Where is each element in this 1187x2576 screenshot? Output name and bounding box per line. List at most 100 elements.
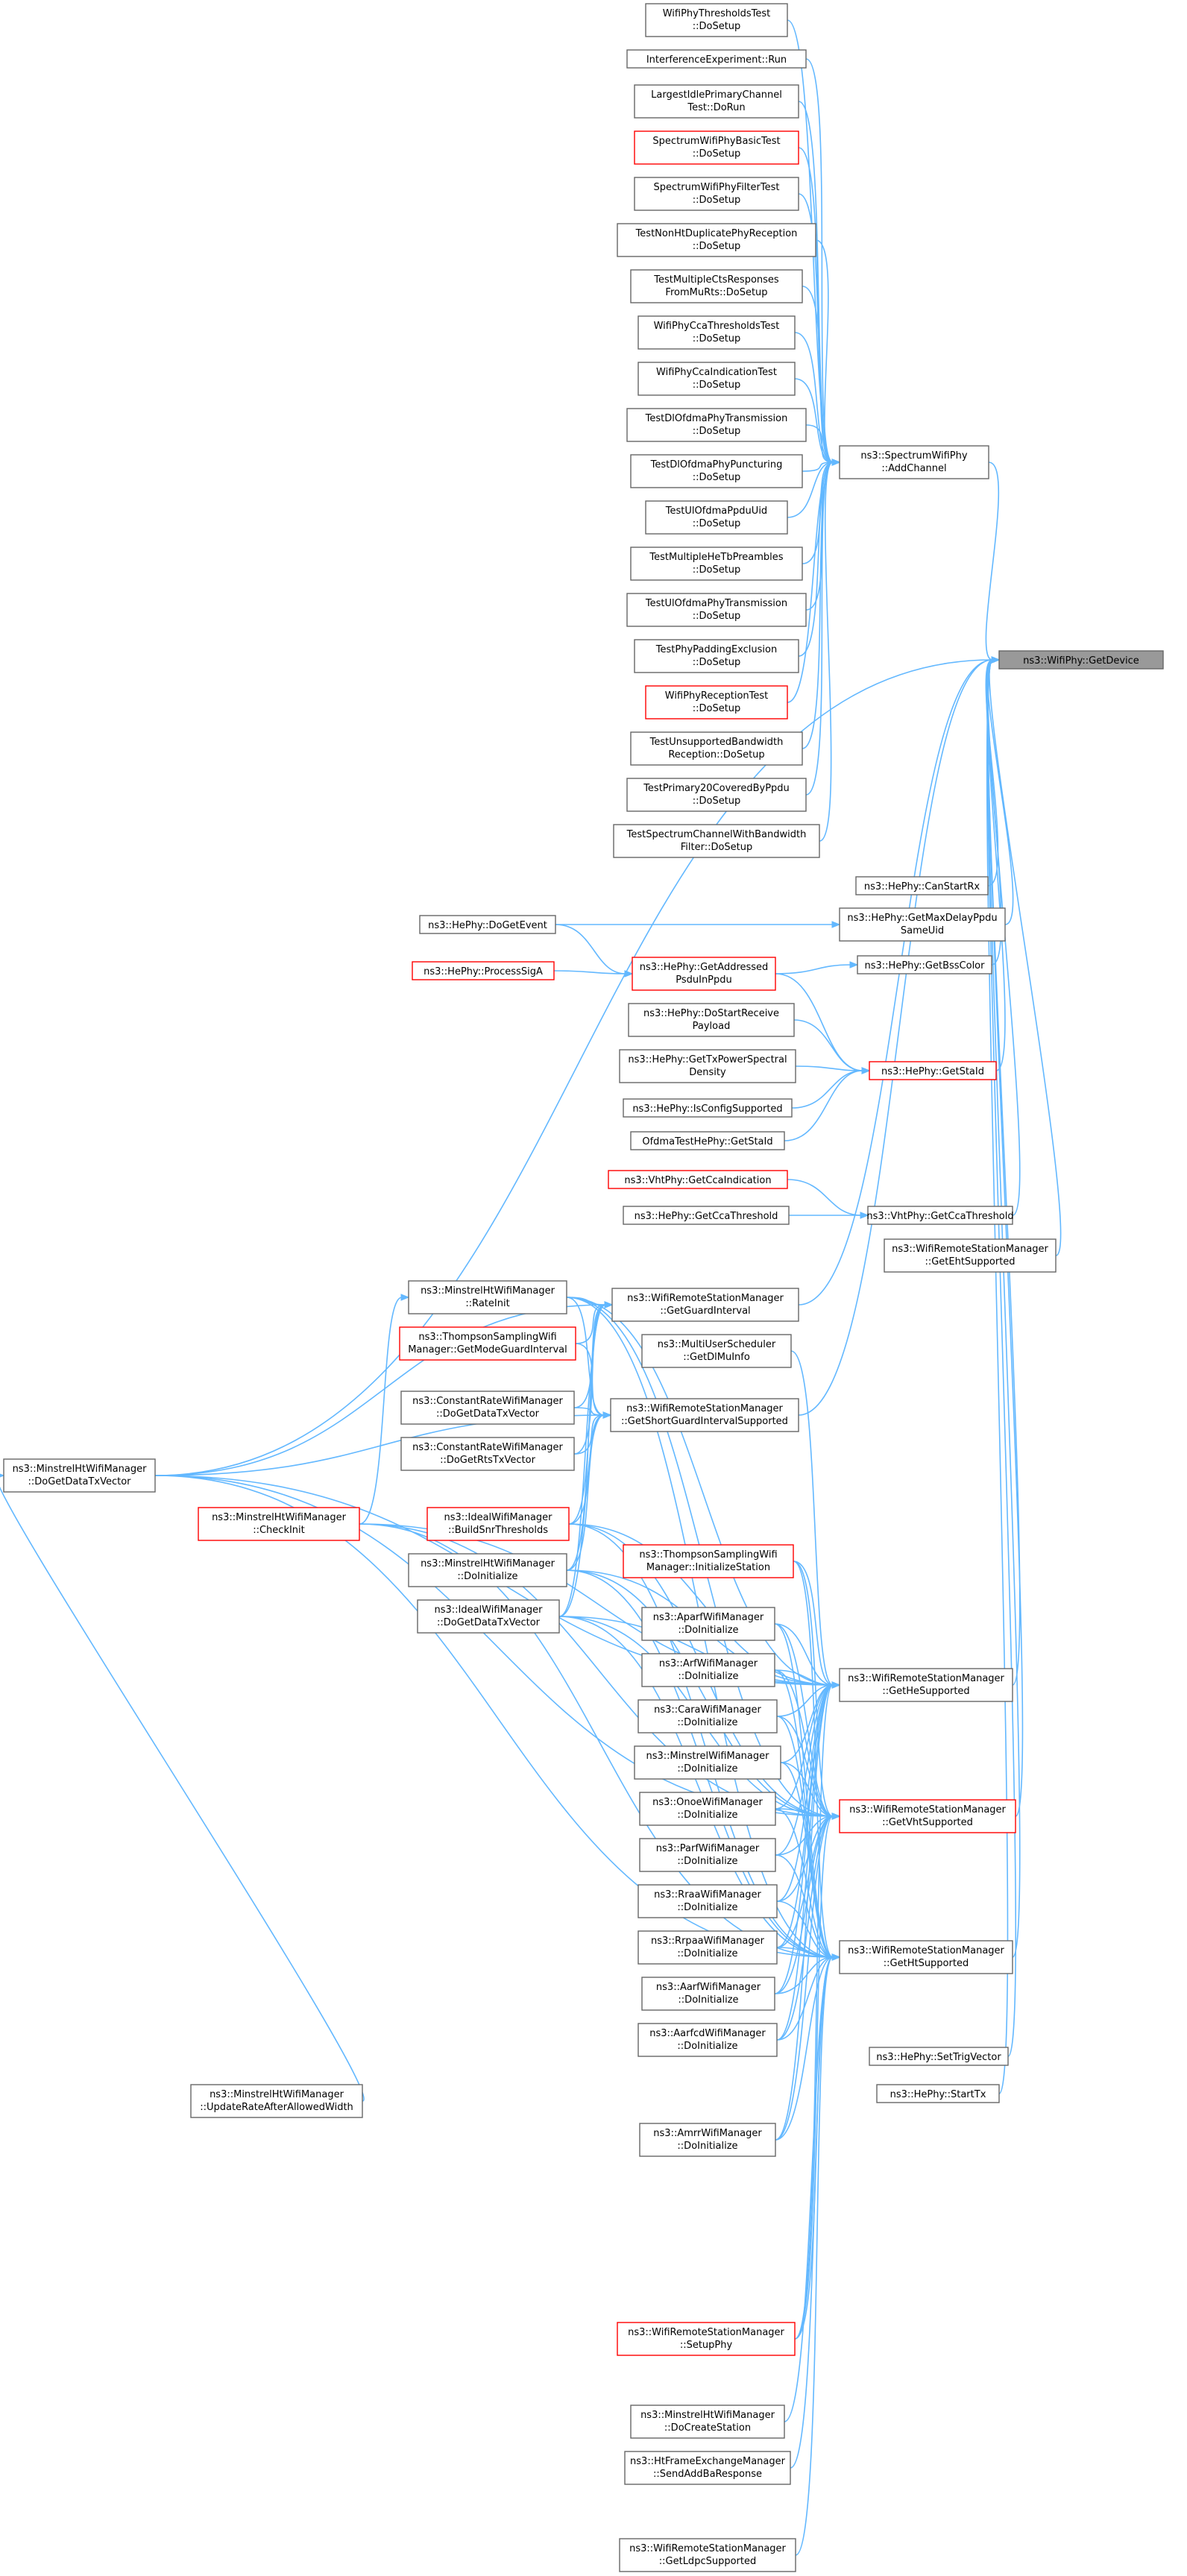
node-label: ::GetGuardInterval bbox=[660, 1306, 750, 1317]
graph-node-crrts[interactable]: ns3::ConstantRateWifiManager::DoGetRtsTx… bbox=[400, 1437, 575, 1471]
graph-node-vhtsupp[interactable]: ns3::WifiRemoteStationManager::GetVhtSup… bbox=[839, 1799, 1016, 1833]
graph-node-t_dlpunct[interactable]: TestDlOfdmaPhyPuncturing::DoSetup bbox=[630, 454, 803, 488]
graph-node-ehtsupp[interactable]: ns3::WifiRemoteStationManager::GetEhtSup… bbox=[884, 1238, 1057, 1273]
graph-node-t_multitb[interactable]: TestMultipleHeTbPreambles::DoSetup bbox=[630, 547, 803, 581]
node-label: ns3::AmrrWifiManager bbox=[653, 2128, 762, 2139]
graph-node-arf[interactable]: ns3::ArfWifiManager::DoInitialize bbox=[641, 1653, 775, 1687]
graph-node-settrig[interactable]: ns3::HePhy::SetTrigVector bbox=[869, 2047, 1009, 2066]
graph-node-guardint[interactable]: ns3::WifiRemoteStationManager::GetGuardI… bbox=[611, 1288, 799, 1322]
graph-node-t_recept[interactable]: WifiPhyReceptionTest::DoSetup bbox=[645, 685, 788, 719]
call-edge bbox=[986, 659, 1009, 2094]
call-edge bbox=[793, 1561, 834, 1817]
graph-node-aarfcd[interactable]: ns3::AarfcdWifiManager::DoInitialize bbox=[637, 2023, 778, 2057]
call-edge bbox=[774, 1816, 834, 1994]
node-label: ns3::WifiRemoteStationManager bbox=[848, 1673, 1004, 1684]
graph-node-t_dltx[interactable]: TestDlOfdmaPhyTransmission::DoSetup bbox=[626, 408, 807, 442]
graph-node-t_padding[interactable]: TestPhyPaddingExclusion::DoSetup bbox=[634, 639, 799, 673]
call-edge bbox=[802, 462, 834, 472]
graph-node-bsscolor[interactable]: ns3::HePhy::GetBssColor bbox=[857, 955, 992, 974]
graph-node-setupphy[interactable]: ns3::WifiRemoteStationManager::SetupPhy bbox=[617, 2322, 796, 2356]
node-box bbox=[630, 731, 803, 766]
graph-node-minhtdata[interactable]: ns3::MinstrelHtWifiManager::DoGetDataTxV… bbox=[3, 1458, 156, 1493]
graph-node-cara[interactable]: ns3::CaraWifiManager::DoInitialize bbox=[637, 1699, 778, 1733]
graph-node-idealsnr[interactable]: ns3::IdealWifiManager::BuildSnrThreshold… bbox=[426, 1507, 570, 1541]
graph-node-parf[interactable]: ns3::ParfWifiManager::DoInitialize bbox=[639, 1838, 776, 1872]
call-edge bbox=[775, 964, 851, 974]
graph-node-t_specchan[interactable]: TestSpectrumChannelWithBandwidthFilter::… bbox=[613, 824, 820, 858]
graph-node-htframe[interactable]: ns3::HtFrameExchangeManager::SendAddBaRe… bbox=[624, 2451, 791, 2485]
node-label: ::DoInitialize bbox=[677, 1717, 737, 1728]
graph-node-t_specfilter[interactable]: SpectrumWifiPhyFilterTest::DoSetup bbox=[634, 177, 799, 211]
node-label: ::AddChannel bbox=[881, 463, 946, 474]
graph-node-amrr[interactable]: ns3::AmrrWifiManager::DoInitialize bbox=[639, 2123, 776, 2157]
graph-node-dogetevent[interactable]: ns3::HePhy::DoGetEvent bbox=[419, 915, 556, 934]
node-box bbox=[610, 1398, 799, 1432]
node-label: TestDlOfdmaPhyTransmission bbox=[645, 413, 788, 424]
node-label: ns3::MinstrelHtWifiManager bbox=[210, 2089, 344, 2100]
graph-node-t_specbasic[interactable]: SpectrumWifiPhyBasicTest::DoSetup bbox=[634, 130, 799, 165]
graph-node-t_unsupp[interactable]: TestUnsupportedBandwidthReception::DoSet… bbox=[630, 731, 803, 766]
edge-arrowhead bbox=[602, 1411, 612, 1419]
node-box bbox=[637, 1699, 778, 1733]
graph-node-aparf[interactable]: ns3::AparfWifiManager::DoInitialize bbox=[641, 1607, 775, 1641]
graph-node-vhtccathr[interactable]: ns3::VhtPhy::GetCcaThreshold bbox=[866, 1206, 1014, 1225]
node-label: ::GetEhtSupported bbox=[925, 1256, 1015, 1267]
graph-node-t_ulppdu[interactable]: TestUlOfdmaPpduUid::DoSetup bbox=[645, 500, 788, 535]
graph-node-t_ccaind[interactable]: WifiPhyCcaIndicationTest::DoSetup bbox=[637, 362, 796, 396]
call-edge bbox=[790, 1956, 834, 2469]
graph-node-t_cca[interactable]: WifiPhyCcaThresholdsTest::DoSetup bbox=[637, 315, 796, 350]
graph-node-ofdmastaid[interactable]: OfdmaTestHePhy::GetStaId bbox=[630, 1131, 785, 1150]
call-edge bbox=[774, 1623, 834, 1958]
graph-node-addchannel[interactable]: ns3::SpectrumWifiPhy::AddChannel bbox=[839, 445, 989, 479]
graph-node-t_ultx[interactable]: TestUlOfdmaPhyTransmission::DoSetup bbox=[626, 593, 807, 627]
edge-arrowhead bbox=[831, 1953, 841, 1961]
graph-node-shortgi[interactable]: ns3::WifiRemoteStationManager::GetShortG… bbox=[610, 1398, 799, 1432]
graph-node-getdevice[interactable]: ns3::WifiPhy::GetDevice bbox=[998, 650, 1164, 670]
node-box bbox=[419, 915, 556, 934]
graph-node-tsmodegi[interactable]: ns3::ThompsonSamplingWifiManager::GetMod… bbox=[399, 1326, 576, 1361]
node-label: ns3::ConstantRateWifiManager bbox=[412, 1396, 563, 1407]
graph-node-minstrel[interactable]: ns3::MinstrelWifiManager::DoInitialize bbox=[634, 1745, 781, 1780]
graph-node-processsiga[interactable]: ns3::HePhy::ProcessSigA bbox=[412, 961, 555, 980]
graph-node-canstartrx[interactable]: ns3::HePhy::CanStartRx bbox=[855, 876, 989, 895]
graph-node-vhtccaind[interactable]: ns3::VhtPhy::GetCcaIndication bbox=[608, 1170, 788, 1189]
graph-node-t_prim20[interactable]: TestPrimary20CoveredByPpdu::DoSetup bbox=[626, 778, 807, 812]
graph-node-minhtcreate[interactable]: ns3::MinstrelHtWifiManager::DoCreateStat… bbox=[630, 2405, 785, 2439]
graph-node-minhtupdate[interactable]: ns3::MinstrelHtWifiManager::UpdateRateAf… bbox=[190, 2084, 363, 2118]
node-box bbox=[637, 315, 796, 350]
edge-arrowhead bbox=[831, 1813, 841, 1820]
graph-node-idealdata[interactable]: ns3::IdealWifiManager::DoGetDataTxVector bbox=[417, 1599, 560, 1634]
graph-node-t_multicts[interactable]: TestMultipleCtsResponsesFromMuRts::DoSet… bbox=[630, 269, 803, 303]
node-box bbox=[855, 876, 989, 895]
graph-node-htsupp[interactable]: ns3::WifiRemoteStationManager::GetHtSupp… bbox=[839, 1940, 1013, 1974]
graph-node-multiuser[interactable]: ns3::MultiUserScheduler::GetDlMuInfo bbox=[641, 1334, 792, 1368]
node-label: ::DoSetup bbox=[693, 611, 741, 622]
graph-node-checkinit[interactable]: ns3::MinstrelHtWifiManager::CheckInit bbox=[198, 1507, 360, 1541]
graph-node-isconfig[interactable]: ns3::HePhy::IsConfigSupported bbox=[623, 1098, 793, 1118]
graph-node-ldpc[interactable]: ns3::WifiRemoteStationManager::GetLdpcSu… bbox=[619, 2538, 796, 2572]
node-box bbox=[884, 1238, 1057, 1273]
graph-node-starttx[interactable]: ns3::HePhy::StartTx bbox=[876, 2084, 1000, 2103]
graph-node-rateinit[interactable]: ns3::MinstrelHtWifiManager::RateInit bbox=[408, 1280, 567, 1314]
graph-node-heccathr[interactable]: ns3::HePhy::GetCcaThreshold bbox=[623, 1206, 790, 1225]
graph-node-rrpaa[interactable]: ns3::RrpaaWifiManager::DoInitialize bbox=[637, 1930, 778, 1965]
graph-node-t_nonht[interactable]: TestNonHtDuplicatePhyReception::DoSetup bbox=[617, 223, 816, 257]
graph-node-minhtinit[interactable]: ns3::MinstrelHtWifiManager::DoInitialize bbox=[408, 1553, 567, 1587]
graph-node-tsinit[interactable]: ns3::ThompsonSamplingWifiManager::Initia… bbox=[623, 1544, 794, 1578]
graph-node-hesupp[interactable]: ns3::WifiRemoteStationManager::GetHeSupp… bbox=[839, 1668, 1013, 1702]
graph-node-t_interf[interactable]: InterferenceExperiment::Run bbox=[626, 49, 807, 69]
edge-arrowhead bbox=[831, 921, 841, 928]
graph-node-getstaid[interactable]: ns3::HePhy::GetStaId bbox=[869, 1061, 997, 1080]
graph-node-rraa[interactable]: ns3::RraaWifiManager::DoInitialize bbox=[637, 1884, 778, 1918]
call-edge bbox=[774, 1669, 834, 1686]
edge-arrowhead bbox=[861, 1067, 871, 1074]
graph-node-onoe[interactable]: ns3::OnoeWifiManager::DoInitialize bbox=[639, 1792, 776, 1826]
graph-node-t_thresh[interactable]: WifiPhyThresholdsTest::DoSetup bbox=[645, 3, 788, 37]
graph-node-aarf[interactable]: ns3::AarfWifiManager::DoInitialize bbox=[641, 1977, 775, 2011]
graph-node-crdata[interactable]: ns3::ConstantRateWifiManager::DoGetDataT… bbox=[400, 1391, 575, 1425]
